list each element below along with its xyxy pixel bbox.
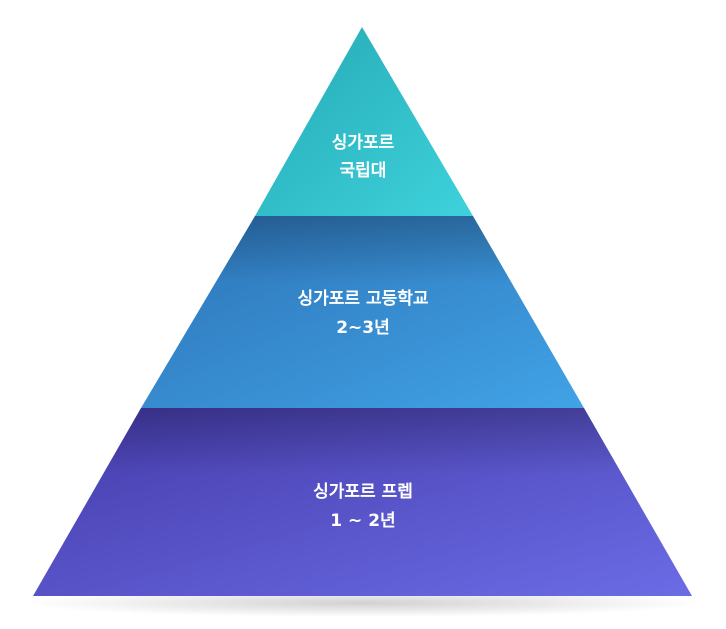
tier-bottom-label-line2: 1 ~ 2년 [330, 511, 395, 531]
tier-bottom: 싱가포르 프렙 1 ~ 2년 [33, 408, 692, 596]
tier-middle: 싱가포르 고등학교 2~3년 [141, 216, 584, 408]
tier-top-label-line1: 싱가포르 [332, 133, 395, 153]
tier-top-label-line2: 국립대 [340, 161, 387, 181]
tier-bottom-shade [33, 408, 692, 596]
tier-middle-shade [141, 216, 584, 408]
tier-middle-label-line2: 2~3년 [336, 318, 390, 338]
tier-middle-label-line1: 싱가포르 고등학교 [297, 289, 428, 309]
tier-top-shape [255, 27, 473, 216]
tier-bottom-label-line1: 싱가포르 프렙 [313, 482, 413, 502]
tier-top: 싱가포르 국립대 [255, 27, 473, 216]
